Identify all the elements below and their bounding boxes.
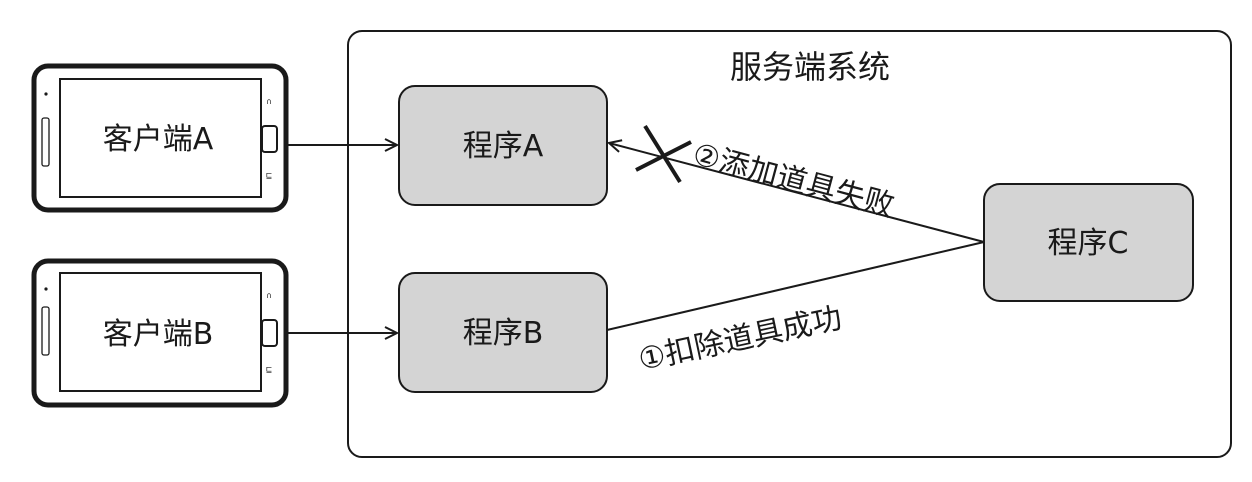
failure-cross-icon [635,124,692,184]
program-b-label: 程序B [463,316,544,351]
client-b-device: ∩ ⊑ 客户端B [31,258,289,408]
client-a-label: 客户端A [103,122,214,157]
line-program-b-to-program-c [606,241,985,331]
program-c-label: 程序C [1048,226,1129,261]
program-a-label: 程序A [463,129,544,164]
program-c-box: 程序C [983,183,1194,302]
svg-text:⊑: ⊑ [266,171,273,180]
program-b-box: 程序B [398,272,608,393]
program-a-box: 程序A [398,85,608,206]
svg-text:∩: ∩ [266,291,272,300]
server-system-title: 服务端系统 [730,48,890,86]
client-a-device: ∩ ⊑ 客户端A [31,63,289,213]
client-b-label: 客户端B [103,317,214,352]
arrow-program-c-to-program-a [609,143,985,243]
svg-text:∩: ∩ [266,97,272,106]
svg-text:⊑: ⊑ [266,365,273,374]
